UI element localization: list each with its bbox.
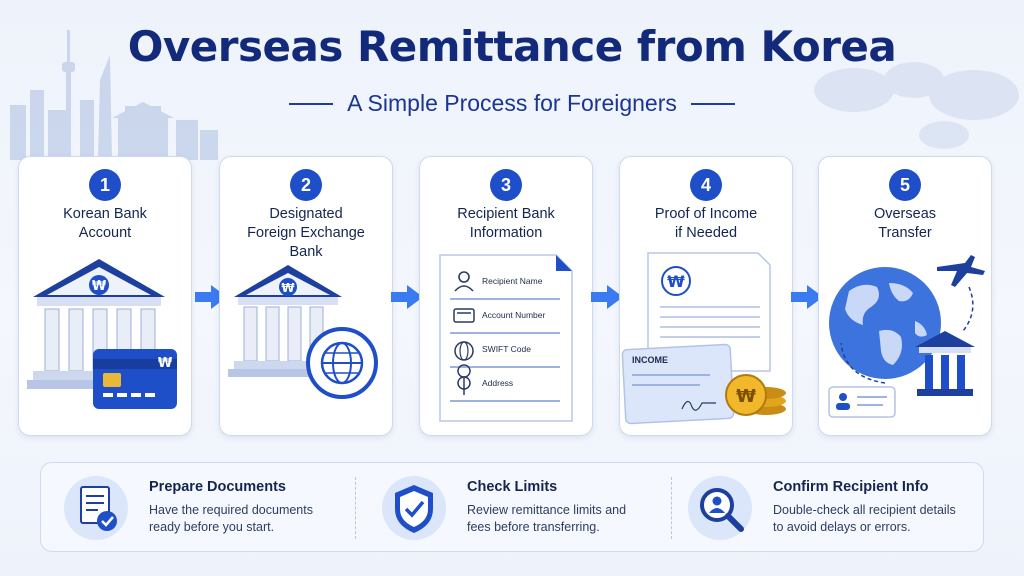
field-address: Address <box>482 378 514 388</box>
step-label: Overseas Transfer <box>873 206 937 241</box>
magnifier-user-icon <box>688 476 752 540</box>
step-card-2: 2 Designated Foreign Exchange Bank ₩ <box>219 156 393 436</box>
tip-divider <box>671 477 672 539</box>
card-won-symbol: ₩ <box>158 356 173 371</box>
won-symbol: ₩ <box>281 281 295 295</box>
recipient-form-document-icon <box>439 254 573 422</box>
step-number-badge: 2 <box>290 169 322 201</box>
tip-divider <box>355 477 356 539</box>
step-label: Designated Foreign Exchange Bank <box>247 206 365 260</box>
exchange-bank-globe-icon: ₩ <box>228 265 378 399</box>
step-card-5: 5 Overseas Transfer <box>818 156 992 436</box>
step-label: Recipient Bank Information <box>457 206 555 241</box>
step-card-3: 3 Recipient Bank Information Recipient N… <box>419 156 593 436</box>
won-symbol: ₩ <box>92 279 107 294</box>
document-check-icon <box>64 476 128 540</box>
globe-airplane-transfer-icon <box>828 255 985 418</box>
flow-arrow-icon <box>391 285 423 309</box>
tip-title: Prepare Documents <box>149 479 286 495</box>
flow-arrow-icon <box>591 285 623 309</box>
step-card-1: 1 Korean Bank Account ₩ ₩ <box>18 156 192 436</box>
tip-prepare-documents: Prepare Documents Have the required docu… <box>41 463 341 553</box>
tip-description: Have the required documents ready before… <box>149 503 313 534</box>
step-number-badge: 3 <box>490 169 522 201</box>
tip-confirm-recipient: Confirm Recipient Info Double-check all … <box>665 463 983 553</box>
world-map-illustration <box>814 62 1019 149</box>
subtitle-rule-right <box>690 102 735 105</box>
step-number-badge: 4 <box>690 169 722 201</box>
income-doc-label: INCOME <box>632 355 668 365</box>
shield-check-icon <box>382 476 446 540</box>
subtitle-row: A Simple Process for Foreigners <box>0 90 1024 117</box>
seoul-skyline-illustration <box>10 30 218 160</box>
page-subtitle: A Simple Process for Foreigners <box>347 90 677 116</box>
field-swift-code: SWIFT Code <box>482 344 531 354</box>
field-recipient-name: Recipient Name <box>482 276 543 286</box>
won-seal: ₩ <box>667 272 685 291</box>
page-title: Overseas Remittance from Korea <box>127 22 897 71</box>
field-account-number: Account Number <box>482 310 546 320</box>
step-label: Proof of Income if Needed <box>654 206 758 241</box>
step-label: Korean Bank Account <box>63 206 147 241</box>
tip-title: Check Limits <box>467 479 558 495</box>
step-number-badge: 5 <box>889 169 921 201</box>
flow-arrow-icon <box>791 285 823 309</box>
tip-description: Double-check all recipient details to av… <box>773 503 956 534</box>
bank-card-icon: ₩ ₩ <box>27 259 177 409</box>
tip-description: Review remittance limits and fees before… <box>467 503 627 534</box>
step-card-4: 4 Proof of Income if Needed ₩ INCOME ₩ <box>619 156 793 436</box>
step-number-badge: 1 <box>89 169 121 201</box>
tip-title: Confirm Recipient Info <box>773 479 929 495</box>
income-proof-documents-icon: ₩ INCOME ₩ <box>621 252 786 425</box>
subtitle-rule-left <box>289 102 334 105</box>
coin-won-symbol: ₩ <box>736 386 756 407</box>
tips-panel: Prepare Documents Have the required docu… <box>40 462 984 552</box>
tip-check-limits: Check Limits Review remittance limits an… <box>359 463 659 553</box>
